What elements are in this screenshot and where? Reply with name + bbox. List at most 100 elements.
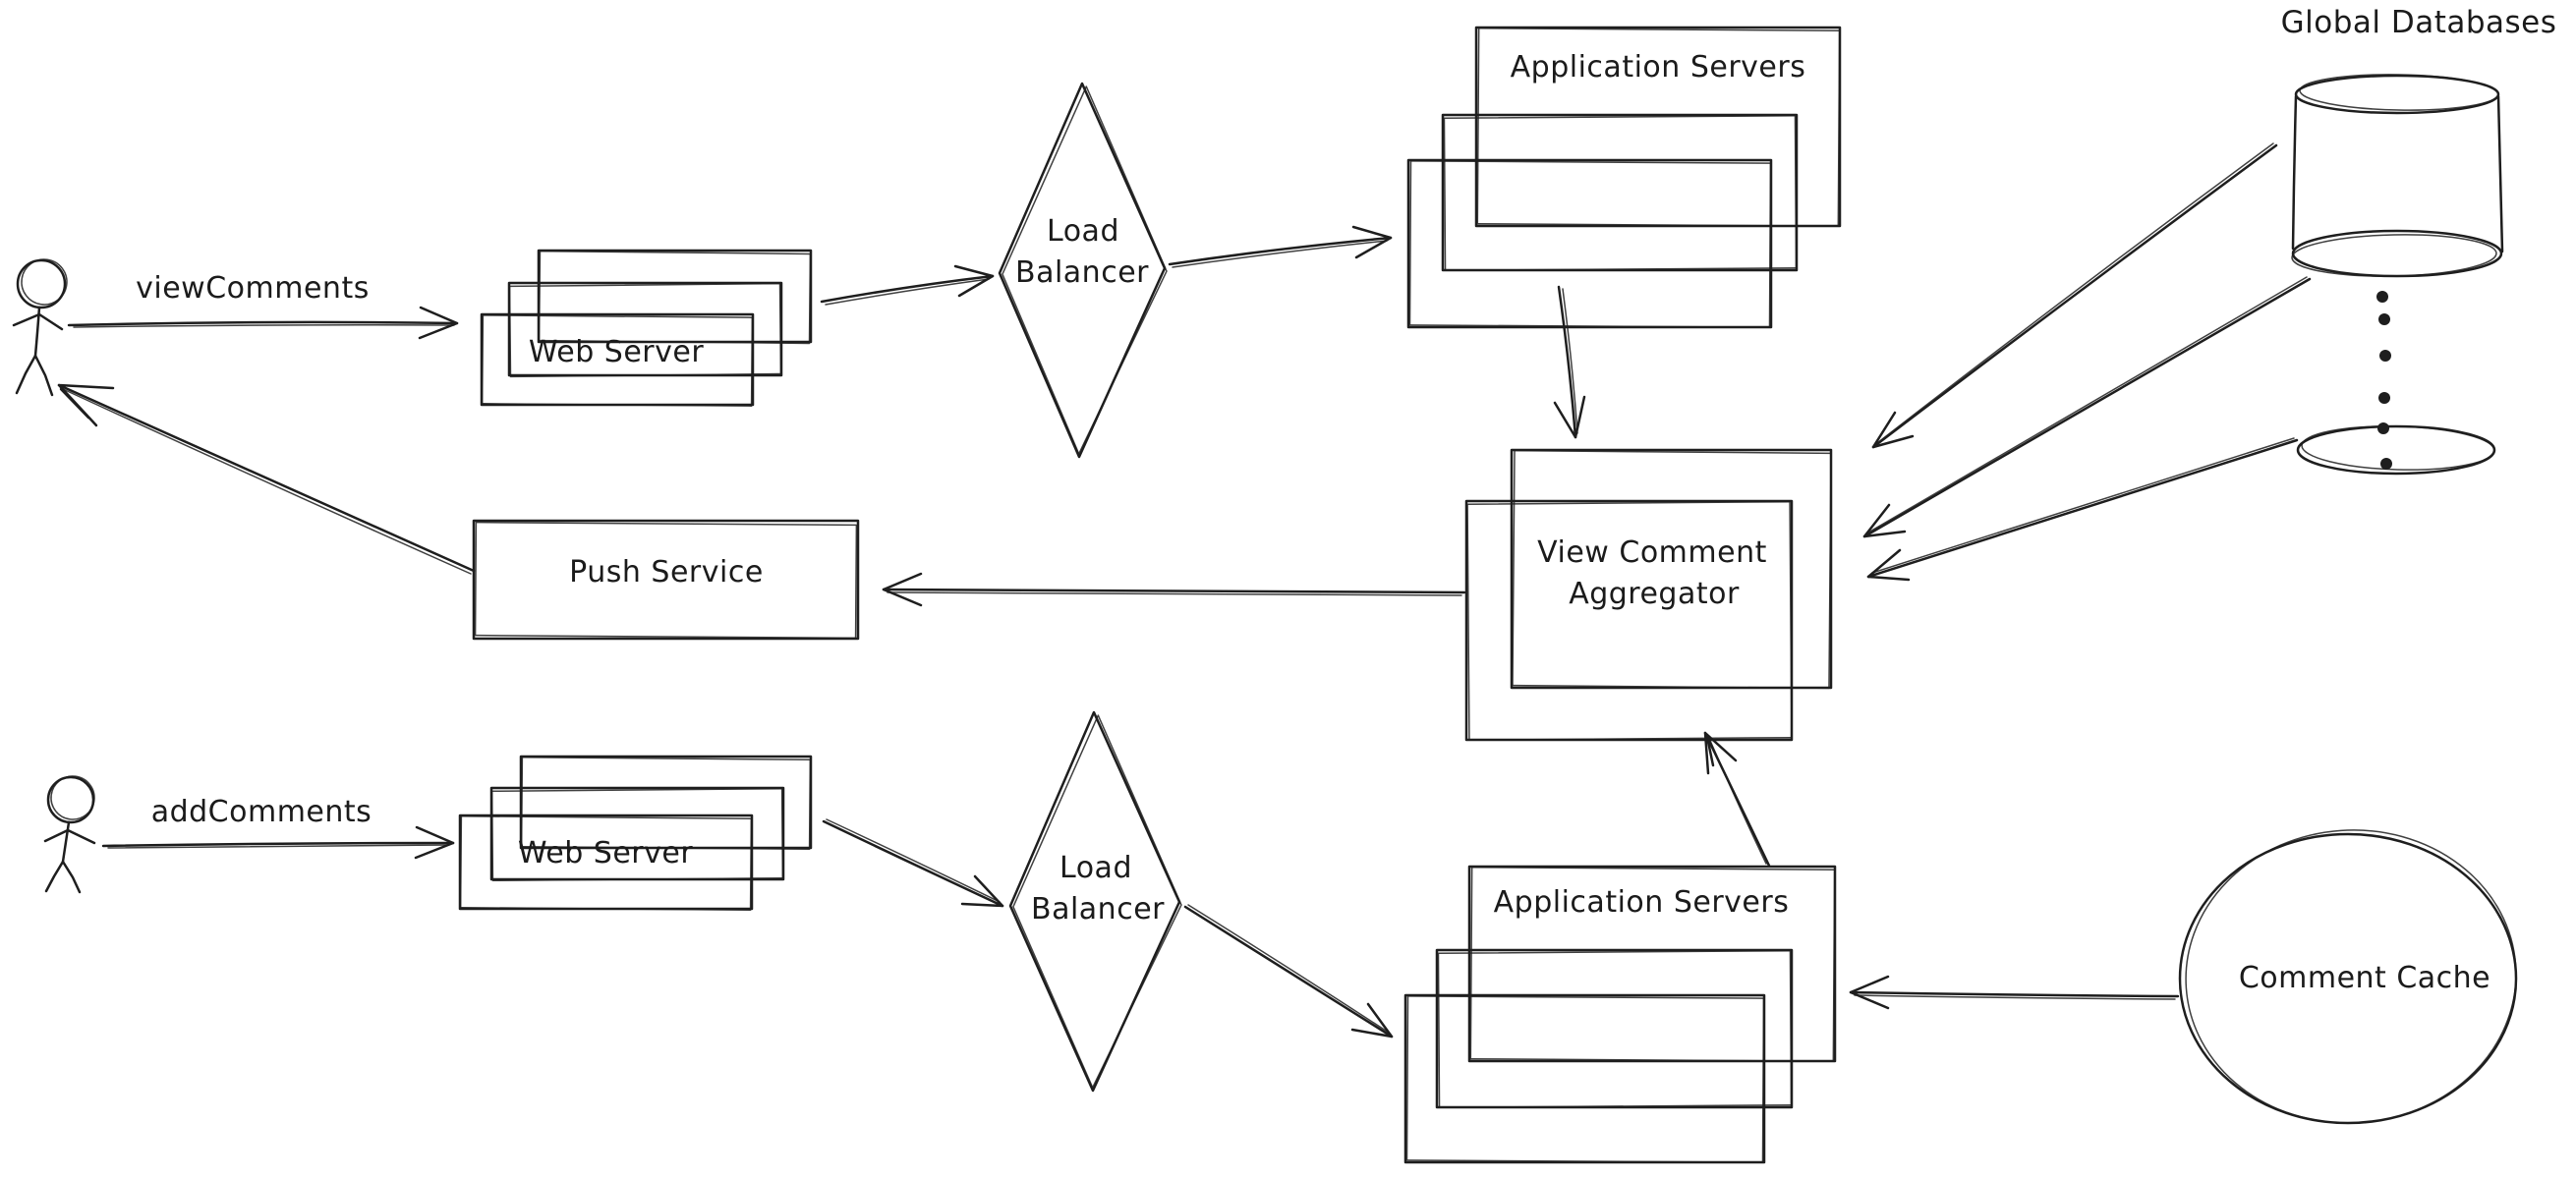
node-application-servers-add[interactable]: Application Servers — [1403, 865, 1837, 1164]
node-load-balancer-add[interactable]: Load Balancer — [1008, 710, 1183, 1093]
edge-line — [1183, 905, 1394, 1039]
app-servers-view-box-middle — [1441, 113, 1799, 272]
actor-add-user[interactable] — [43, 773, 97, 894]
actor-legs — [44, 860, 82, 894]
actor-body — [61, 820, 71, 864]
db-continuation-dot — [2378, 392, 2390, 404]
db-cylinder-bottom — [2291, 229, 2503, 278]
actor-head — [46, 775, 95, 824]
edge-line — [1703, 731, 1771, 868]
edge-line — [882, 588, 1466, 594]
db-continuation-dot — [2377, 422, 2389, 434]
edge-push-service-to-actor[interactable] — [57, 383, 476, 575]
edge-arrowhead — [960, 874, 1004, 908]
load-balancer-add-label-line1: Load — [1059, 851, 1132, 885]
actor-head — [16, 258, 67, 309]
node-web-server-add[interactable]: Web Server — [458, 755, 813, 912]
edge-add-comments-arrowhead — [414, 825, 455, 860]
edge-global-db-to-aggregator-1[interactable] — [1871, 142, 2278, 449]
app-servers-view-box-back-sketch — [1476, 27, 1841, 228]
aggregator-label-line2: Aggregator — [1569, 577, 1740, 611]
edge-web-server-add-to-load-balancer[interactable] — [822, 818, 1004, 908]
app-servers-view-box-back — [1474, 26, 1842, 228]
web-server-add-box-middle-sketch — [490, 787, 784, 882]
app-servers-view-box-middle-sketch — [1443, 115, 1798, 271]
edge-arrowhead — [57, 383, 115, 427]
push-service-box-sketch — [474, 521, 858, 640]
edge-add-comments[interactable]: addComments — [101, 795, 455, 860]
app-servers-add-box-middle-sketch — [1437, 949, 1793, 1108]
edge-arrowhead — [1866, 548, 1911, 582]
edge-arrowhead — [1703, 731, 1738, 775]
edge-add-comments-line — [101, 841, 455, 848]
edge-web-server-view-to-load-balancer[interactable] — [820, 264, 995, 306]
aggregator-box-front-sketch — [1466, 500, 1793, 742]
push-service-label: Push Service — [569, 555, 764, 590]
edge-load-balancer-add-to-app-servers[interactable] — [1183, 904, 1394, 1039]
edge-global-db-to-aggregator-2[interactable] — [1862, 276, 2312, 538]
edge-line-sketch — [1876, 142, 2274, 444]
web-server-add-box-front-sketch — [459, 814, 753, 912]
actor-head-sketch — [50, 775, 95, 820]
aggregator-label-line1: View Comment — [1537, 535, 1767, 570]
edge-line — [1862, 277, 2312, 538]
node-web-server-view[interactable]: Web Server — [480, 249, 813, 407]
node-load-balancer-view[interactable]: Load Balancer — [998, 82, 1169, 459]
edge-line-sketch — [1707, 735, 1767, 865]
edge-line-sketch — [1172, 240, 1388, 268]
edge-load-balancer-view-to-app-servers[interactable] — [1168, 225, 1393, 268]
load-balancer-view-label-line2: Balancer — [1015, 255, 1149, 290]
app-servers-add-box-front-sketch — [1405, 995, 1765, 1163]
edge-arrowhead — [1553, 395, 1586, 439]
edge-line — [1557, 285, 1577, 439]
node-application-servers-view[interactable]: Application Servers — [1406, 26, 1842, 329]
edge-arrowhead — [1351, 225, 1393, 259]
edge-add-comments-line-sketch — [107, 844, 450, 849]
app-servers-add-box-back-sketch — [1469, 866, 1836, 1063]
edge-app-servers-add-to-aggregator[interactable] — [1703, 731, 1771, 868]
db-cylinder-wall-left — [2291, 94, 2298, 251]
db-ellipsis-disk-sketch — [2301, 425, 2495, 471]
edge-app-servers-view-to-aggregator[interactable] — [1553, 285, 1586, 439]
edge-arrowhead — [1871, 411, 1915, 449]
actor-view-user[interactable] — [12, 256, 70, 397]
edge-line — [57, 383, 476, 573]
db-continuation-dot — [2380, 458, 2392, 470]
aggregator-box-front — [1464, 499, 1794, 742]
edge-line-sketch — [62, 388, 472, 575]
edge-arrowhead — [1849, 975, 1890, 1010]
edge-view-comments[interactable]: viewComments — [67, 271, 459, 340]
app-servers-add-box-middle — [1435, 948, 1794, 1109]
edge-view-comments-arrowhead — [418, 306, 459, 340]
db-cylinder-wall-right — [2496, 94, 2504, 253]
actor-head-sketch — [21, 258, 68, 306]
actor-arms — [12, 312, 64, 331]
node-global-databases[interactable]: Global Databases — [2281, 5, 2557, 476]
actor-legs — [15, 354, 54, 397]
db-cylinder-bottom-sketch — [2291, 234, 2497, 277]
app-servers-view-box-front — [1406, 158, 1773, 329]
edge-line — [820, 274, 995, 304]
node-push-service[interactable]: Push Service — [472, 519, 860, 641]
node-comment-cache[interactable]: Comment Cache — [2176, 819, 2526, 1135]
db-continuation-dot — [2379, 350, 2391, 362]
actor-body — [33, 306, 41, 358]
edge-view-comments-line-sketch — [73, 324, 455, 328]
load-balancer-view-label-line1: Load — [1047, 214, 1119, 249]
comment-cache-circle-sketch — [2185, 829, 2517, 1124]
global-databases-label: Global Databases — [2281, 5, 2557, 40]
edge-aggregator-to-push-service[interactable] — [882, 572, 1466, 607]
web-server-add-label: Web Server — [518, 836, 693, 870]
web-server-view-box-back-sketch — [538, 250, 812, 345]
node-view-comment-aggregator[interactable]: View Comment Aggregator — [1464, 448, 1833, 742]
aggregator-box-back-sketch — [1512, 449, 1832, 690]
app-servers-add-box-front — [1403, 993, 1766, 1164]
edge-global-db-to-aggregator-3[interactable] — [1866, 437, 2299, 582]
edge-line-sketch — [1871, 437, 2295, 574]
app-servers-add-box-back — [1467, 865, 1837, 1063]
edge-comment-cache-to-app-servers[interactable] — [1849, 975, 2180, 1010]
load-balancer-add-label-line2: Balancer — [1031, 892, 1165, 926]
application-servers-add-label: Application Servers — [1494, 885, 1790, 920]
edge-line — [1168, 236, 1393, 266]
